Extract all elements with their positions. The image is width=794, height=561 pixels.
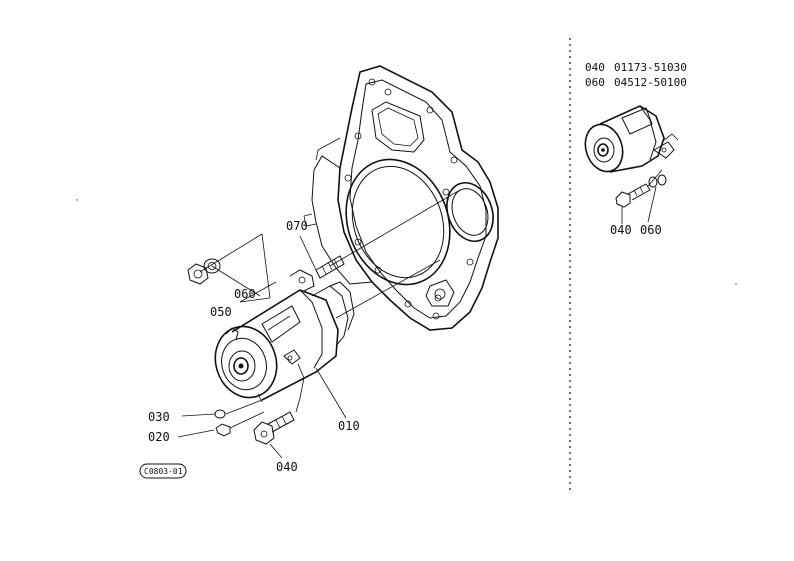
legend-num-2: 060 [585, 76, 605, 89]
label-010: 010 [338, 419, 360, 433]
bolt-040 [253, 411, 295, 445]
legend-part-2: 04512-50100 [614, 76, 687, 89]
drawing-stamp: C0803-01 [139, 463, 187, 479]
label-060: 060 [234, 287, 256, 301]
washer-030 [214, 409, 226, 419]
starter-motor [214, 269, 355, 413]
inset-legend: 040 01173-51030 060 04512-50100 [585, 61, 687, 89]
legend-part-1: 01173-51030 [614, 61, 687, 74]
nut-050 [187, 263, 209, 285]
flywheel-housing [303, 65, 499, 331]
label-050: 050 [210, 305, 232, 319]
legend-num-1: 040 [585, 61, 605, 74]
inset-label-040: 040 [610, 223, 632, 237]
inset-label-060: 060 [640, 223, 662, 237]
label-020: 020 [148, 430, 170, 444]
washer-060 [203, 258, 221, 274]
stamp-code: C0803-01 [144, 467, 183, 476]
inset-starter [584, 105, 679, 224]
label-040: 040 [276, 460, 298, 474]
label-030: 030 [148, 410, 170, 424]
label-070: 070 [286, 219, 308, 233]
nut-020 [215, 423, 231, 437]
leader-lines [177, 189, 461, 459]
